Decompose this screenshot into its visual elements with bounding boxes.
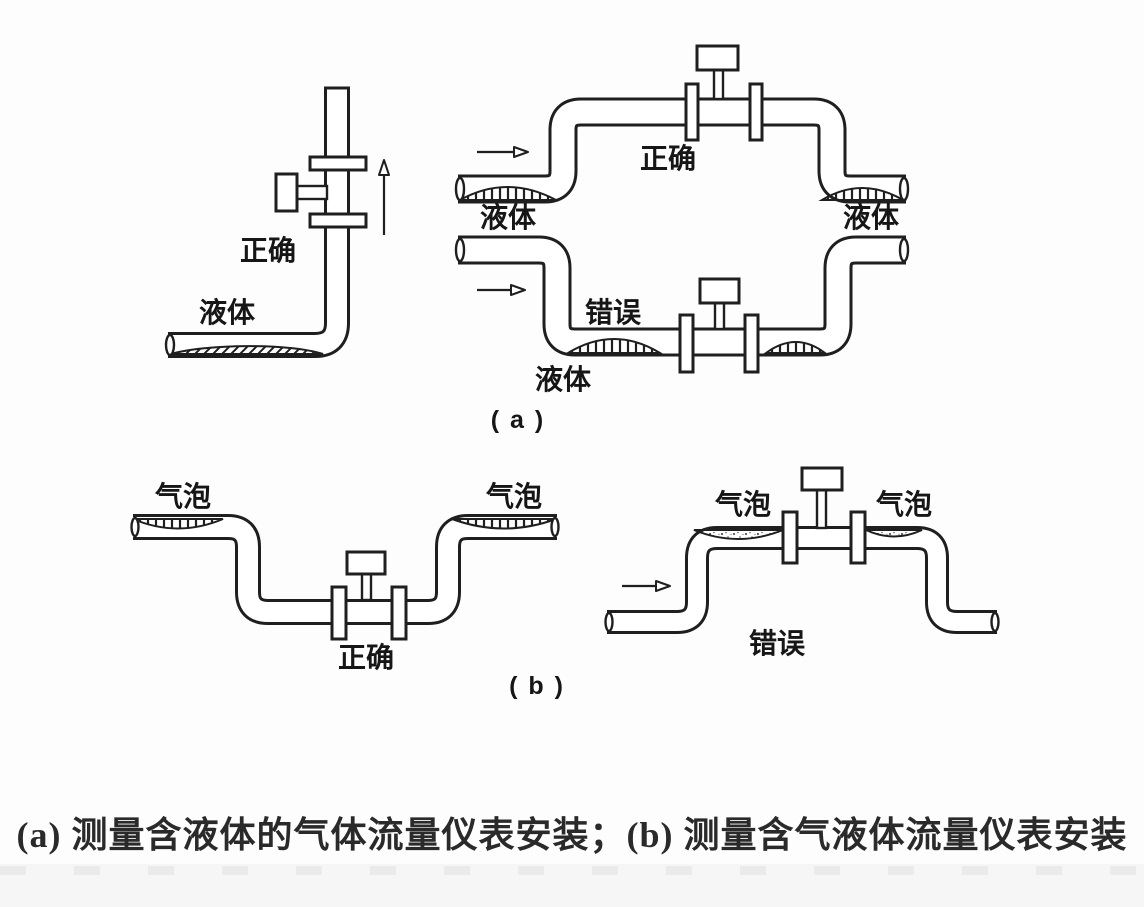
correct-label: 正确: [240, 234, 296, 266]
liquid-pool-trap-right: [762, 341, 828, 354]
flow-meter: [781, 466, 867, 565]
flange-right: [743, 313, 760, 374]
liquid-pool-trap-left: [564, 338, 664, 354]
bubble-pocket-right: [865, 529, 923, 538]
pipe-mouth: [990, 611, 1000, 633]
flange-left: [684, 82, 700, 142]
flow-meter-top: [684, 44, 764, 142]
flow-arrow: [622, 580, 671, 592]
liquid-pool: [170, 345, 324, 355]
diagram-a-vertical-meter: 正确 液体: [164, 86, 390, 358]
bubble-label-left: 气泡: [714, 488, 771, 520]
liquid-label-inlet: 液体: [480, 202, 537, 233]
pipe-bore: [133, 517, 557, 622]
bubble-pocket-left: [693, 529, 784, 540]
correct-label: 正确: [640, 142, 696, 174]
pipe-bore: [458, 238, 906, 354]
pipe-mouth: [454, 237, 466, 263]
meter-display-box: [698, 277, 741, 305]
wrong-label: 错误: [749, 628, 806, 659]
correct-label: 正确: [338, 641, 394, 673]
footer-band: [0, 864, 1144, 907]
pipe-mouth: [130, 516, 140, 538]
flange-right: [748, 82, 764, 142]
pipe-bore: [168, 88, 347, 355]
meter-display-box: [345, 550, 387, 576]
diagram-b-low-meter: 气泡 气泡 正确 ( b ): [130, 480, 565, 700]
diagram-b-high-meter: 气泡 气泡 错误: [604, 466, 1000, 659]
figure-caption: (a) 测量含液体的气体流量仪表安装；(b) 测量含气液体流量仪表安装: [16, 815, 1128, 855]
pipe-mouth: [164, 333, 176, 357]
flow-arrow-upper: [477, 146, 529, 158]
flange-right: [849, 510, 867, 565]
liquid-label-outlet: 液体: [843, 202, 900, 233]
subfigure-a-tag: ( a ): [491, 406, 545, 434]
flow-meter: [330, 550, 408, 641]
up-arrow: [378, 159, 390, 235]
bubble-label-left: 气泡: [154, 480, 211, 512]
diagram-a-bypass: 正确 液体 液体 错误 液体 ( a ): [454, 44, 910, 434]
liquid-label: 液体: [199, 297, 256, 328]
pipe-mouth: [898, 237, 910, 263]
pipe-mouth: [898, 176, 910, 202]
flange-left: [330, 585, 348, 641]
bubble-label-right: 气泡: [875, 488, 932, 520]
pipe-mouth: [604, 611, 614, 633]
flow-arrow-lower: [477, 284, 526, 296]
liquid-pool-inlet: [459, 186, 557, 201]
meter-display-box: [695, 44, 740, 72]
bubble-label-right: 气泡: [485, 480, 542, 512]
flange-right: [390, 585, 408, 641]
flange-top: [308, 155, 368, 172]
pipe-mouth: [550, 516, 560, 538]
flow-meter-bottom: [678, 277, 760, 374]
meter-stub: [293, 184, 329, 201]
meter-display-box: [800, 466, 844, 492]
wrong-label: 错误: [585, 297, 642, 328]
meter-stem: [815, 487, 828, 530]
flange-bottom: [308, 212, 368, 229]
footer-smudge: [0, 866, 1144, 875]
pipe-mouth: [454, 176, 466, 202]
subfigure-b-tag: ( b ): [509, 672, 565, 700]
liquid-label-trap: 液体: [535, 364, 592, 395]
bubble-pocket-left: [132, 518, 224, 530]
flange-left: [678, 313, 695, 374]
flow-meter: [274, 155, 368, 229]
flange-left: [781, 510, 799, 565]
meter-transmitter-box: [274, 172, 299, 213]
pipe-bore: [607, 529, 997, 631]
